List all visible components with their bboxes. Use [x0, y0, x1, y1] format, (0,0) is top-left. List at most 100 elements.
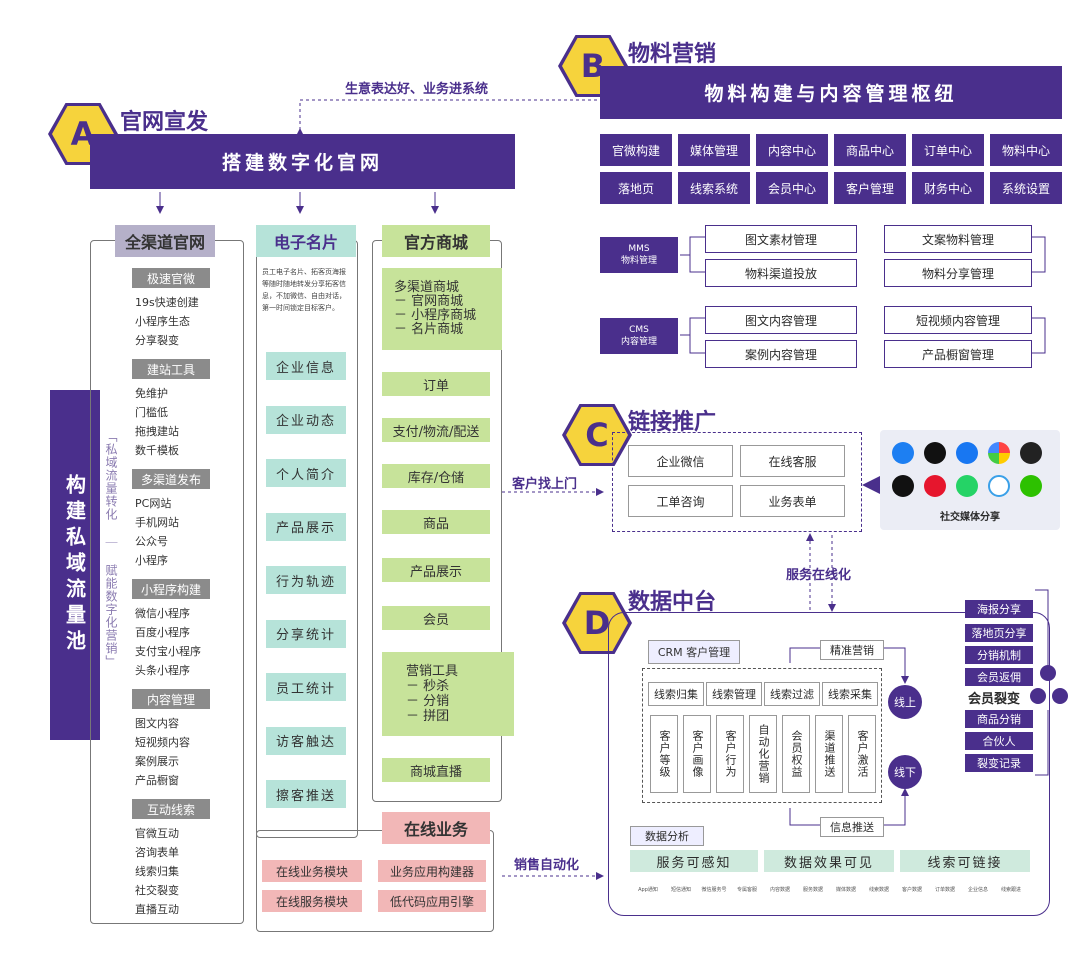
- module-tile[interactable]: 媒体管理: [678, 134, 750, 166]
- fission-item[interactable]: 海报分享: [965, 600, 1033, 618]
- mms-item[interactable]: 图文素材管理: [705, 225, 857, 253]
- link-frame: [612, 432, 862, 532]
- group-item[interactable]: 拖拽建站: [135, 425, 179, 438]
- fission-item[interactable]: 合伙人: [965, 732, 1033, 750]
- mms-item[interactable]: 文案物料管理: [884, 225, 1032, 253]
- card-feature[interactable]: 企业信息: [266, 352, 346, 380]
- cms-item[interactable]: 短视频内容管理: [884, 306, 1032, 334]
- group-item[interactable]: 分享裂变: [135, 334, 179, 347]
- online-item[interactable]: 业务应用构建器: [378, 860, 486, 882]
- group-item[interactable]: 产品橱窗: [135, 774, 179, 787]
- member-icon: [1030, 688, 1046, 704]
- module-tile[interactable]: 内容中心: [756, 134, 828, 166]
- module-tile[interactable]: 落地页: [600, 172, 672, 204]
- online-item[interactable]: 在线服务模块: [262, 890, 362, 912]
- customer-item[interactable]: 客户画像: [683, 715, 711, 793]
- tiny-label: 线索跟进: [1000, 887, 1021, 893]
- facebook-icon[interactable]: [956, 442, 978, 464]
- module-tile[interactable]: 物料中心: [990, 134, 1062, 166]
- mall-item[interactable]: 库存/仓储: [382, 464, 490, 488]
- card-feature[interactable]: 员工统计: [266, 673, 346, 701]
- group-item[interactable]: 咨询表单: [135, 846, 179, 859]
- module-tile[interactable]: 客户管理: [834, 172, 906, 204]
- whatsapp-icon[interactable]: [956, 475, 978, 497]
- mall-item[interactable]: 订单: [382, 372, 490, 396]
- customer-item[interactable]: 客户等级: [650, 715, 678, 793]
- card-feature[interactable]: 行为轨迹: [266, 566, 346, 594]
- customer-item[interactable]: 会员权益: [782, 715, 810, 793]
- cms-item[interactable]: 案例内容管理: [705, 340, 857, 368]
- link-item[interactable]: 在线客服: [740, 445, 845, 477]
- module-tile[interactable]: 线索系统: [678, 172, 750, 204]
- fission-item[interactable]: 分销机制: [965, 646, 1033, 664]
- group-item[interactable]: 小程序生态: [135, 315, 190, 328]
- group-item[interactable]: PC网站: [135, 497, 172, 510]
- module-tile[interactable]: 会员中心: [756, 172, 828, 204]
- group-item[interactable]: 短视频内容: [135, 736, 190, 749]
- cms-item[interactable]: 图文内容管理: [705, 306, 857, 334]
- customer-item[interactable]: 自动化营销: [749, 715, 777, 793]
- group-item[interactable]: 门槛低: [135, 406, 168, 419]
- fission-item[interactable]: 商品分销: [965, 710, 1033, 728]
- online-item[interactable]: 低代码应用引擎: [378, 890, 486, 912]
- group-item[interactable]: 官微互动: [135, 827, 179, 840]
- lead-item[interactable]: 线索归集: [648, 682, 704, 706]
- group-item[interactable]: 手机网站: [135, 516, 179, 529]
- card-feature[interactable]: 访客触达: [266, 726, 346, 755]
- link-item[interactable]: 企业微信: [628, 445, 733, 477]
- chrome-icon[interactable]: [988, 442, 1010, 464]
- module-tile[interactable]: 商品中心: [834, 134, 906, 166]
- lead-item[interactable]: 线索过滤: [764, 682, 820, 706]
- group-item[interactable]: 免维护: [135, 387, 168, 400]
- module-tile[interactable]: 财务中心: [912, 172, 984, 204]
- x-icon[interactable]: [892, 475, 914, 497]
- card-feature[interactable]: 企业动态: [266, 405, 346, 434]
- group-item[interactable]: 支付宝小程序: [135, 645, 201, 658]
- lead-item[interactable]: 线索管理: [706, 682, 762, 706]
- group-item[interactable]: 直播互动: [135, 903, 179, 916]
- chat-icon[interactable]: [988, 475, 1010, 497]
- mall-item[interactable]: 商品: [382, 510, 490, 534]
- social-icon-1[interactable]: [892, 442, 914, 464]
- customer-item[interactable]: 客户激活: [848, 715, 876, 793]
- group-item[interactable]: 微信小程序: [135, 607, 190, 620]
- wechat-icon[interactable]: [1020, 475, 1042, 497]
- card-feature[interactable]: 产品展示: [266, 512, 346, 541]
- module-tile[interactable]: 订单中心: [912, 134, 984, 166]
- group-item[interactable]: 图文内容: [135, 717, 179, 730]
- module-tile[interactable]: 官微构建: [600, 134, 672, 166]
- mms-item[interactable]: 物料渠道投放: [705, 259, 857, 287]
- group-item[interactable]: 案例展示: [135, 755, 179, 768]
- mall-item[interactable]: 会员: [382, 606, 490, 630]
- weibo-icon[interactable]: [924, 475, 946, 497]
- customer-item[interactable]: 渠道推送: [815, 715, 843, 793]
- group-item[interactable]: 社交裂变: [135, 884, 179, 897]
- group-item[interactable]: 百度小程序: [135, 626, 190, 639]
- cms-item[interactable]: 产品橱窗管理: [884, 340, 1032, 368]
- mall-item[interactable]: 支付/物流/配送: [382, 418, 490, 442]
- card-feature[interactable]: 个人简介: [266, 459, 346, 487]
- fission-item[interactable]: 会员返佣: [965, 668, 1033, 686]
- mall-live[interactable]: 商城直播: [382, 758, 490, 782]
- link-item[interactable]: 工单咨询: [628, 485, 733, 517]
- online-item[interactable]: 在线业务模块: [262, 860, 362, 882]
- qq-icon[interactable]: [1020, 442, 1042, 464]
- group-item[interactable]: 数千模板: [135, 444, 179, 457]
- group-item[interactable]: 19s快速创建: [135, 296, 199, 309]
- social-share-label: 社交媒体分享: [940, 512, 1000, 523]
- group-item[interactable]: 线索归集: [135, 865, 179, 878]
- card-feature[interactable]: 擦客推送: [266, 780, 346, 808]
- group-item[interactable]: 小程序: [135, 554, 168, 567]
- group-item[interactable]: 公众号: [135, 535, 168, 548]
- tiktok-icon[interactable]: [924, 442, 946, 464]
- group-item[interactable]: 头条小程序: [135, 664, 190, 677]
- lead-item[interactable]: 线索采集: [822, 682, 878, 706]
- fission-item[interactable]: 落地页分享: [965, 624, 1033, 642]
- link-item[interactable]: 业务表单: [740, 485, 845, 517]
- mms-item[interactable]: 物料分享管理: [884, 259, 1032, 287]
- mall-item[interactable]: 产品展示: [382, 558, 490, 582]
- fission-item[interactable]: 裂变记录: [965, 754, 1033, 772]
- module-tile[interactable]: 系统设置: [990, 172, 1062, 204]
- card-feature[interactable]: 分享统计: [266, 619, 346, 648]
- customer-item[interactable]: 客户行为: [716, 715, 744, 793]
